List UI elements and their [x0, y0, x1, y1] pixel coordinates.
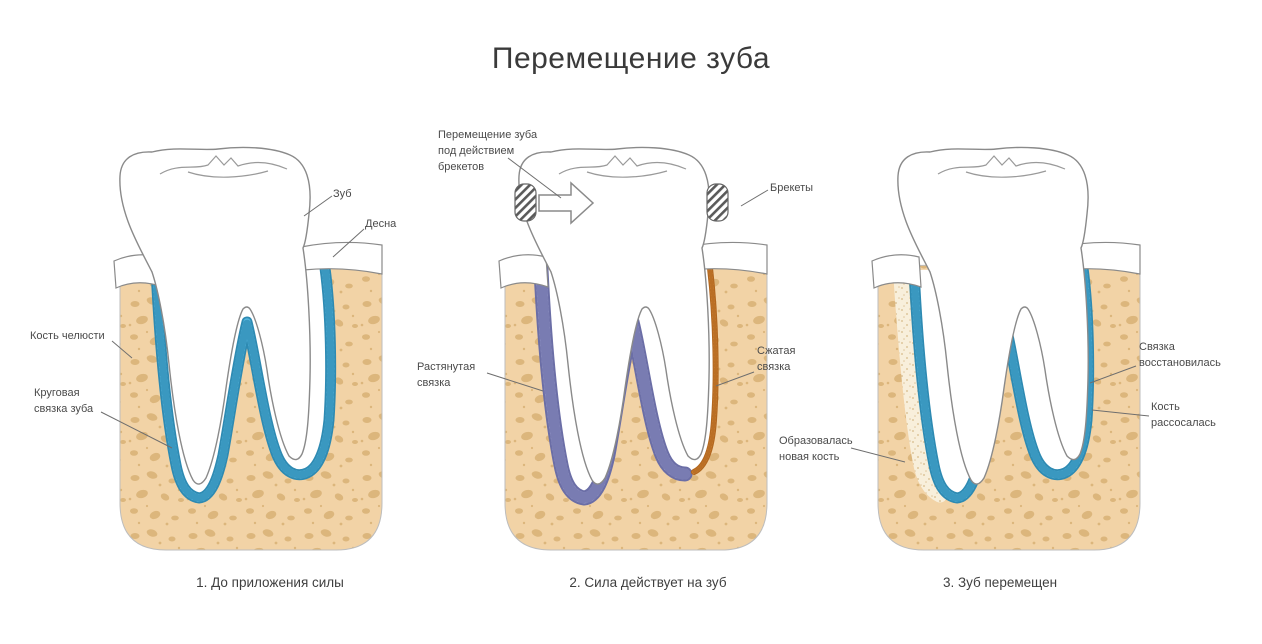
label-ligament-restored: Связка восстановилась — [1139, 341, 1221, 369]
bracket-left — [514, 183, 537, 222]
label-compressed-ligament: Сжатая связка — [757, 345, 796, 373]
label-braces: Брекеты — [770, 182, 814, 194]
label-gum: Десна — [365, 218, 397, 230]
label-jaw-bone: Кость челюсти — [30, 330, 105, 342]
bracket-right — [706, 183, 729, 222]
gum-left — [871, 254, 922, 289]
diagram-tooth-moved — [871, 146, 1141, 551]
caption-stage-1: 1. До приложения силы — [196, 575, 344, 590]
caption-stage-2: 2. Сила действует на зуб — [569, 575, 727, 590]
gum-left — [498, 254, 549, 289]
label-new-bone: Образовалась новая кость — [779, 435, 853, 463]
gum-right — [300, 241, 383, 275]
caption-stage-3: 3. Зуб перемещен — [942, 575, 1058, 590]
label-movement: Перемещение зуба под действием брекетов — [438, 129, 538, 173]
label-bone-resorbed: Кость рассосалась — [1151, 401, 1216, 429]
label-stretched-ligament: Растянутая связка — [417, 361, 476, 389]
page-title: Перемещение зуба — [491, 42, 771, 75]
force-arrow-icon — [538, 181, 595, 225]
label-circular-ligament: Круговая связка зуба — [34, 387, 94, 415]
label-tooth: Зуб — [333, 188, 352, 200]
